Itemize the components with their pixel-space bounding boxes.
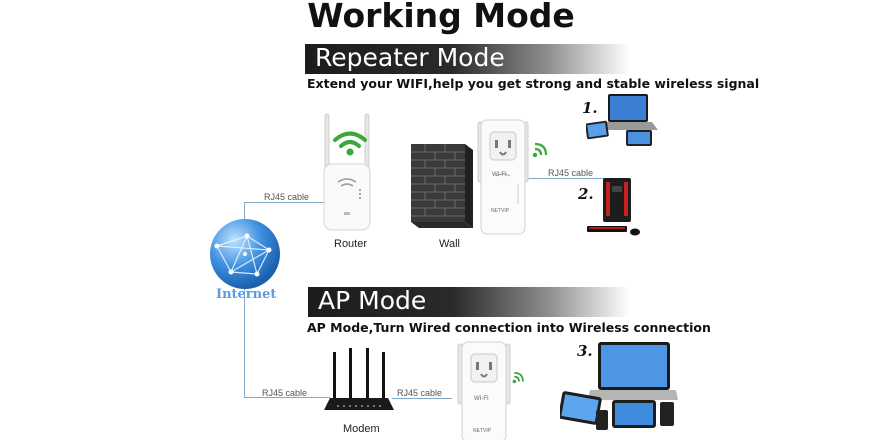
cable-line-router: [244, 202, 328, 203]
cable-line-modem: [244, 397, 330, 398]
ap-subtitle: AP Mode,Turn Wired connection into Wirel…: [307, 320, 711, 335]
cable-label-ap: RJ45 cable: [397, 388, 443, 398]
internet-label: Internet: [216, 287, 277, 302]
globe-icon: [210, 219, 280, 289]
main-title: Working Mode: [307, 0, 575, 35]
cable-label-router: RJ45 cable: [264, 192, 310, 202]
cable-line-vertical: [244, 202, 245, 398]
extender-brand: WI-FI: [492, 172, 507, 178]
brick-wall-image: [411, 144, 473, 228]
desktop-pc-image: [587, 178, 640, 236]
ap-extender-brand: WI-FI: [474, 396, 489, 402]
repeater-mode-band: Repeater Mode: [305, 43, 630, 74]
extender-mark: NETVIP: [491, 208, 510, 214]
repeater-mode-heading: Repeater Mode: [315, 43, 505, 72]
ap-extender-mark: NETVIP: [473, 428, 492, 434]
modem-image: [324, 348, 394, 410]
ap-extender-image: [457, 341, 511, 440]
cable-label-modem: RJ45 cable: [262, 388, 308, 398]
cable-label-pc: RJ45 cable: [548, 168, 594, 178]
repeater-subtitle: Extend your WIFI,help you get strong and…: [307, 76, 760, 91]
ap-wifi-signal-icon: [512, 372, 524, 384]
modem-label: Modem: [343, 423, 380, 435]
cable-line-ap-extender: [392, 398, 452, 399]
router-image: [323, 113, 371, 231]
cable-line-pc: [527, 178, 605, 179]
wifi-signal-icon: [333, 131, 367, 156]
step-1-label: 1.: [582, 99, 598, 117]
wall-label: Wall: [439, 238, 460, 250]
step-2-label: 2.: [578, 185, 594, 203]
wifi-signal-small-icon: [532, 142, 548, 158]
repeater-extender-image: [477, 119, 529, 235]
step-3-label: 3.: [577, 342, 593, 360]
laptop-tablet-devices-image: [586, 94, 658, 146]
router-label: Router: [334, 238, 368, 250]
multi-device-image: [560, 342, 678, 430]
ap-mode-heading: AP Mode: [318, 286, 427, 315]
ap-mode-band: AP Mode: [308, 286, 630, 317]
